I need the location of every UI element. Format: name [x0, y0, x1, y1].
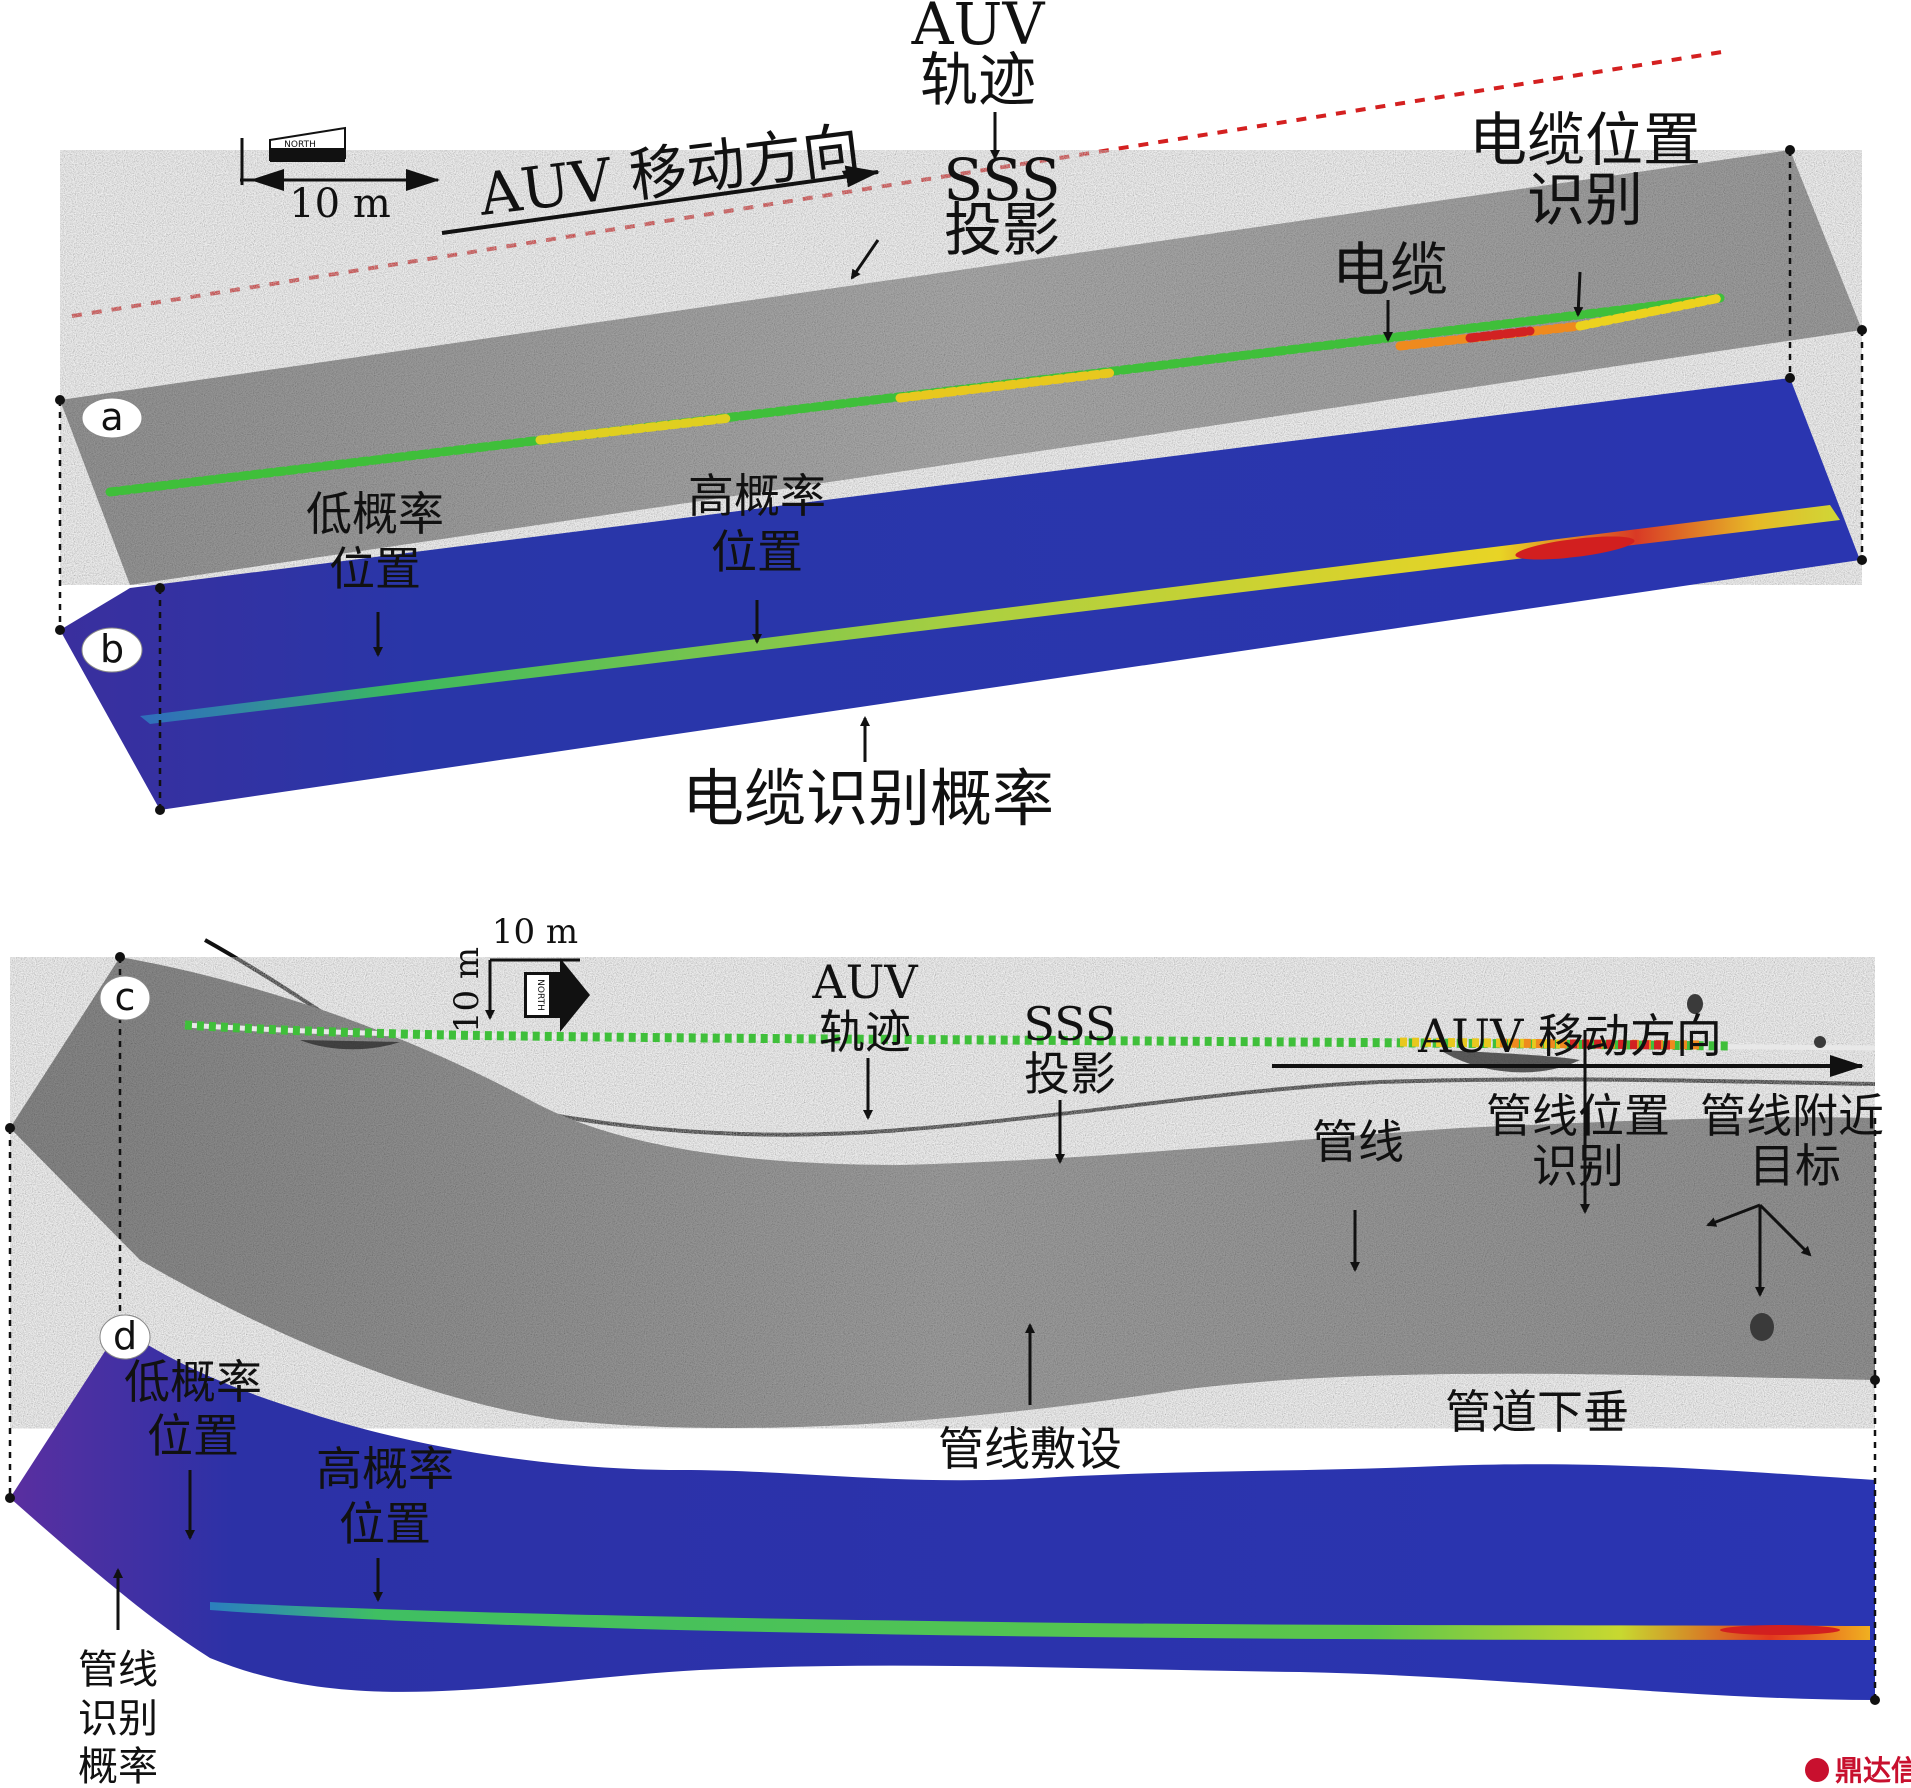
sss-arrow-top: [850, 239, 880, 280]
sss-label-bottom-1: SSS: [1024, 997, 1117, 1051]
sss-label-bottom-2: 投影: [1024, 1047, 1116, 1101]
pipe-near-arrows: [1706, 1203, 1812, 1297]
svg-text:NORTH: NORTH: [535, 979, 545, 1011]
low-prob-label-top-2: 位置: [329, 542, 421, 596]
pipe-prob-label-1: 管线: [78, 1647, 158, 1693]
pipe-laying-label: 管线敷设: [938, 1422, 1122, 1476]
corner-points-top: [55, 145, 1867, 815]
pipe-detection-line-c: [184, 1020, 1876, 1051]
connector-lines-top: [58, 150, 1864, 810]
panel-label-c: c: [115, 975, 136, 1019]
cable-detection-dots-a: [105, 293, 1725, 497]
prob-peak-d: [1720, 1625, 1840, 1635]
watermark: 鼎达信: [1805, 1754, 1911, 1787]
cable-id-arrow: [1573, 271, 1584, 317]
pipe-id-label-2: 识别: [1532, 1139, 1624, 1193]
sss-strip-c: [10, 957, 1875, 1429]
auv-direction-label-bottom: AUV 移动方向: [1417, 1009, 1722, 1063]
scale-bar-bottom: 10 m 10 m: [447, 912, 580, 1033]
cable-id-label-1: 电缆位置: [1469, 106, 1701, 174]
pipe-label: 管线: [1312, 1115, 1404, 1169]
near-targets-c: [1687, 994, 1826, 1341]
sss-strip-a: [60, 150, 1862, 585]
svg-text:10 m: 10 m: [289, 181, 391, 227]
prob-strip-b: [60, 378, 1860, 810]
auv-track-label-bottom-2: 轨迹: [819, 1005, 911, 1059]
high-prob-label-bottom-2: 位置: [339, 1497, 431, 1551]
prob-band-d: [210, 1602, 1870, 1640]
cable-id-label-2: 识别: [1527, 166, 1643, 234]
north-arrow-top: NORTH: [269, 126, 346, 162]
auv-track-label-top-2: 轨迹: [920, 46, 1036, 114]
panel-label-b-bg: [81, 627, 143, 673]
pipe-near-label-2: 目标: [1749, 1139, 1841, 1193]
svg-text:NORTH: NORTH: [284, 140, 316, 150]
svg-text:鼎达信: 鼎达信: [1835, 1754, 1911, 1787]
auv-track-label-top-1: AUV: [911, 0, 1046, 58]
pipe-id-label-1: 管线位置: [1486, 1089, 1670, 1143]
scale-bar-top: 10 m: [240, 138, 440, 227]
cable-label: 电缆: [1332, 236, 1448, 304]
panel-label-d: d: [113, 1314, 137, 1358]
svg-text:10 m: 10 m: [492, 912, 578, 952]
panel-label-a-bg: [81, 397, 143, 439]
prob-peak-b: [1515, 536, 1635, 560]
pipe-sag-label: 管道下垂: [1445, 1385, 1629, 1439]
panel-label-a: a: [100, 395, 123, 439]
high-prob-label-bottom-1: 高概率: [316, 1442, 454, 1496]
pipe-prob-label-2: 识别: [78, 1696, 158, 1742]
sss-label-top-2: 投影: [944, 196, 1060, 264]
sss-label-top-1: SSS: [943, 146, 1060, 214]
prob-strip-d: [10, 1328, 1875, 1700]
panel-label-b: b: [100, 627, 124, 671]
pipe-near-label-1: 管线附近: [1700, 1089, 1884, 1143]
panel-label-c-bg: [99, 975, 151, 1021]
prob-band-b: [140, 505, 1840, 724]
auv-track-label-bottom-1: AUV: [811, 955, 918, 1009]
svg-text:10 m: 10 m: [447, 947, 487, 1033]
pipe-prob-label-3: 概率: [78, 1744, 158, 1788]
cable-prob-label: 电缆识别概率: [682, 762, 1054, 835]
auv-direction-label-top: AUV 移动方向: [474, 115, 864, 229]
low-prob-label-bottom-1: 低概率: [124, 1355, 262, 1409]
low-prob-label-bottom-2: 位置: [147, 1409, 239, 1463]
high-prob-label-top-1: 高概率: [688, 469, 826, 523]
north-arrow-bottom: NORTH: [524, 958, 590, 1032]
high-prob-label-top-2: 位置: [711, 525, 803, 579]
panel-label-d-bg: [99, 1314, 151, 1360]
low-prob-label-top-1: 低概率: [306, 487, 444, 541]
auv-direction-arrow-top: [441, 165, 880, 235]
